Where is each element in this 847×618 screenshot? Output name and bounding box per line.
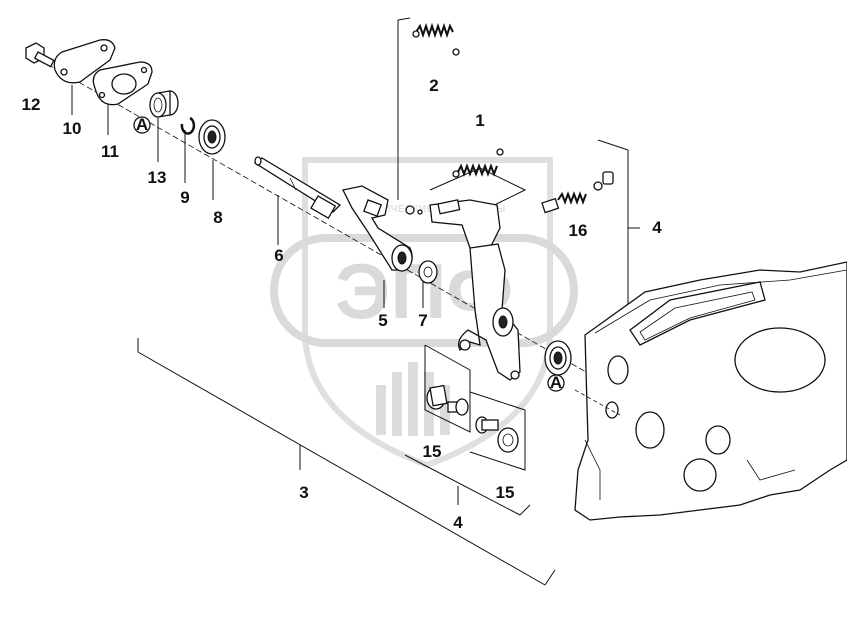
watermark-subtitle: ТЕХНИЧЕСКИЕ ДОКУМЕНТЫ <box>354 204 505 215</box>
part-7-washer <box>418 260 438 284</box>
label-2: 2 <box>429 76 438 95</box>
part-16-adjust-screw <box>541 171 614 214</box>
label-10: 10 <box>63 119 82 138</box>
label-9: 9 <box>180 188 189 207</box>
label-13: 13 <box>148 168 167 187</box>
label-15-right: 15 <box>496 483 515 502</box>
reference-a-right: A <box>547 373 565 392</box>
label-5: 5 <box>378 311 387 330</box>
part-13-bushing <box>149 90 179 118</box>
part-12-bolt <box>25 42 55 68</box>
label-15-left: 15 <box>423 442 442 461</box>
part-6-shaft <box>253 156 342 220</box>
label-11: 11 <box>101 142 119 161</box>
label-6: 6 <box>274 246 283 265</box>
callout-labels: 1 2 3 4 4 5 6 7 8 9 10 11 12 13 15 15 16 <box>22 76 663 532</box>
label-3: 3 <box>299 483 308 502</box>
label-4-bottom: 4 <box>453 513 463 532</box>
right-bearing <box>544 340 572 376</box>
label-7: 7 <box>418 311 427 330</box>
part-10-cover-plate <box>53 39 116 84</box>
label-16: 16 <box>569 221 588 240</box>
part-1-spring <box>452 148 504 178</box>
part-11-gasket <box>92 61 153 106</box>
leader-lines <box>71 17 640 586</box>
label-4-right: 4 <box>652 218 662 237</box>
part-15-roller-right <box>475 416 519 453</box>
svg-text:A: A <box>550 373 562 392</box>
svg-text:A: A <box>136 115 148 134</box>
part-2-spring <box>412 22 460 56</box>
part-4-lever-bracket <box>405 199 521 381</box>
engine-block <box>574 261 847 521</box>
part-9-snap-ring <box>180 116 196 135</box>
part-5-lever <box>342 185 413 272</box>
label-1: 1 <box>475 111 484 130</box>
part-8-bearing <box>198 119 226 155</box>
label-12: 12 <box>22 95 41 114</box>
label-8: 8 <box>213 208 222 227</box>
reference-a-left: A <box>133 115 151 134</box>
part-15-roller-left <box>426 384 469 416</box>
